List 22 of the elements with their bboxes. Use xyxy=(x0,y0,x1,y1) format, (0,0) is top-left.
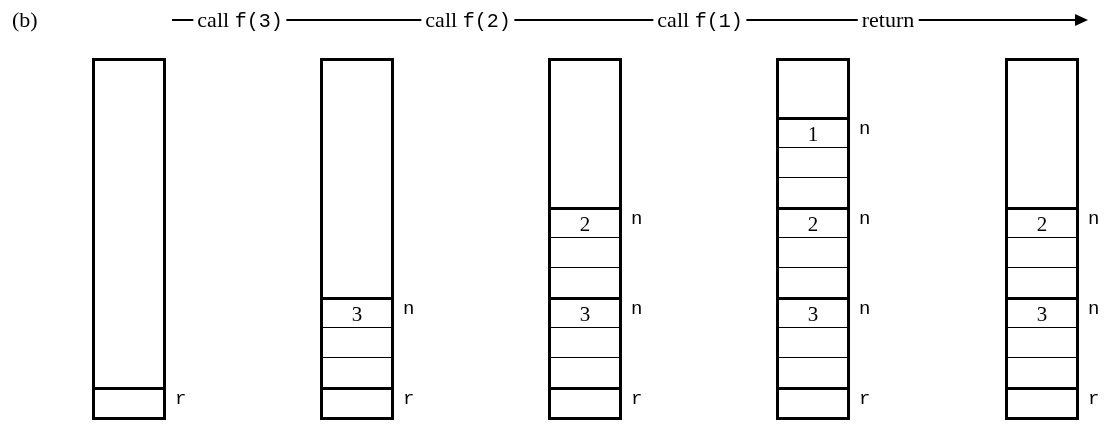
cell-value: 1 xyxy=(806,124,820,145)
variable-label: n xyxy=(859,300,871,319)
cell-value: 3 xyxy=(578,304,592,325)
variable-label: r xyxy=(859,390,871,409)
variable-label: n xyxy=(1088,210,1100,229)
variable-label: r xyxy=(631,390,643,409)
cell-value: 2 xyxy=(578,214,592,235)
cell-value: 3 xyxy=(806,304,820,325)
variable-label: r xyxy=(175,390,187,409)
variable-label: n xyxy=(859,120,871,139)
variable-label: n xyxy=(631,300,643,319)
variable-label: n xyxy=(403,300,415,319)
cell-value: 3 xyxy=(1035,304,1049,325)
variable-label: n xyxy=(631,210,643,229)
variable-label: r xyxy=(403,390,415,409)
cell-value: 2 xyxy=(806,214,820,235)
cell-value: 2 xyxy=(1035,214,1049,235)
variable-label: r xyxy=(1088,390,1100,409)
cell-value: 3 xyxy=(350,304,364,325)
variable-label: n xyxy=(859,210,871,229)
variable-label: n xyxy=(1088,300,1100,319)
panel-label: (b) xyxy=(12,8,38,32)
